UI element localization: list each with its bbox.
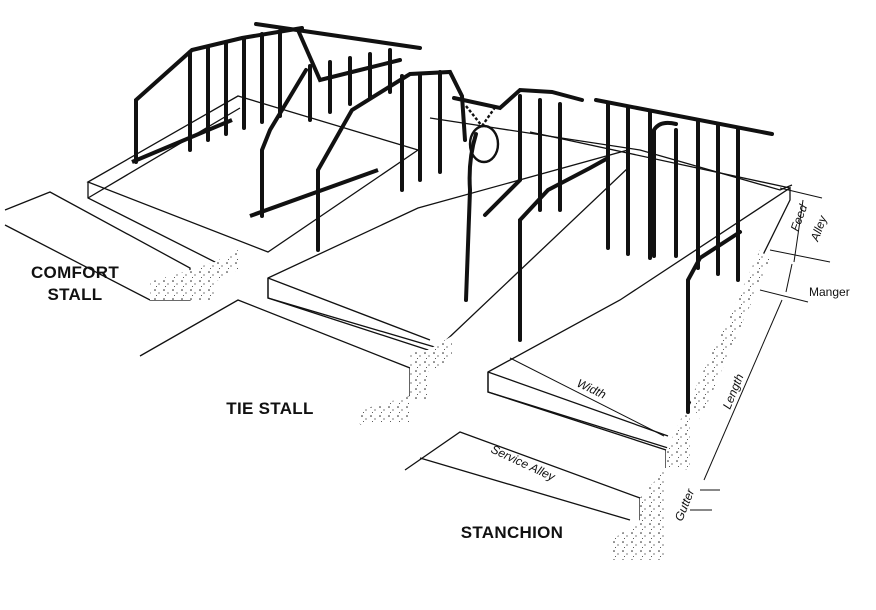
- floor-outlines: [4, 95, 793, 560]
- feed-alley-label-1: Feed: [788, 202, 811, 233]
- manger-label: Manger: [809, 285, 850, 299]
- stanchion-label: STANCHION: [460, 523, 564, 542]
- stanchion-divider: [518, 156, 610, 342]
- service-alley-label: Service Alley: [489, 442, 558, 484]
- comfort-stall-label: COMFORT STALL: [12, 262, 138, 306]
- gutter-label: Gutter: [672, 486, 698, 523]
- tie-chain: [465, 105, 500, 164]
- comfort-stall-label-line2: STALL: [47, 285, 103, 304]
- stall-pipes: [134, 22, 774, 414]
- dimension-lines: [509, 187, 831, 511]
- tie-divider: [316, 69, 467, 252]
- concrete-edges: [150, 250, 770, 560]
- comfort-stall-label-line1: COMFORT: [30, 263, 120, 282]
- tie-stall-label: TIE STALL: [226, 399, 314, 418]
- feed-alley-label-2: Alley: [807, 213, 830, 244]
